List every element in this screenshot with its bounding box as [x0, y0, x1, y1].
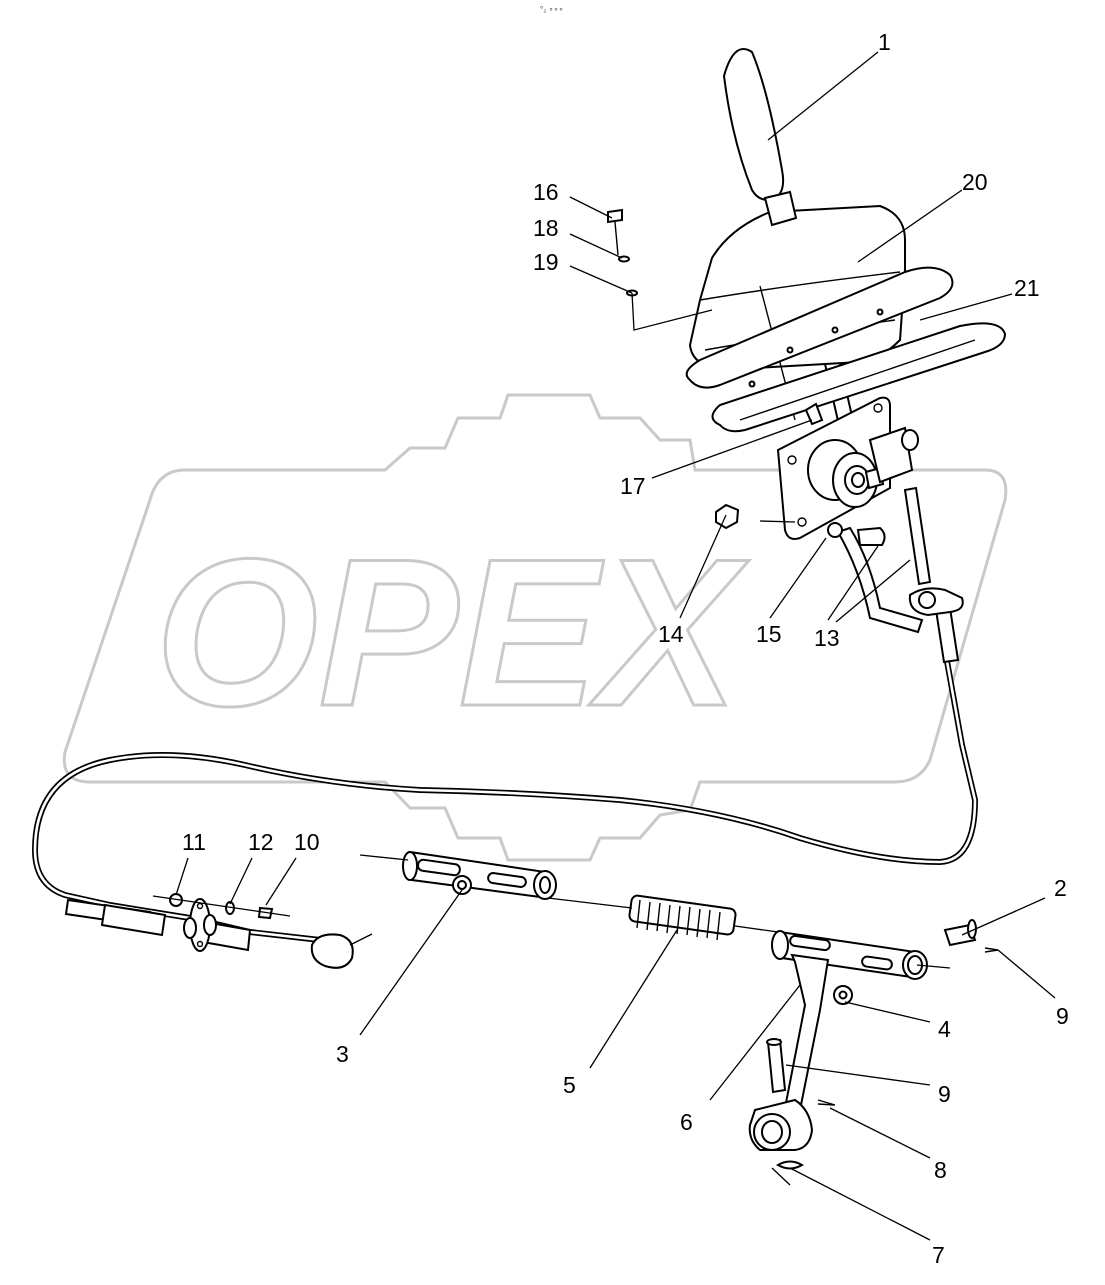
callout-2: 2 — [1054, 875, 1067, 901]
callout-6: 6 — [680, 1109, 693, 1135]
washer-7 — [776, 1160, 804, 1170]
callout-20: 20 — [962, 169, 988, 195]
callout-9-right: 9 — [1056, 1003, 1069, 1029]
callout-16: 16 — [533, 179, 559, 205]
callout-18: 18 — [533, 215, 559, 241]
cable-upper-bracket — [908, 587, 964, 617]
shift-arm — [783, 953, 830, 1112]
cotter-pin-9a — [984, 947, 999, 953]
callout-4: 4 — [938, 1016, 951, 1042]
bolt-16 — [607, 208, 623, 224]
cable-upper-sleeve — [934, 606, 960, 664]
callout-1: 1 — [878, 29, 891, 55]
callout-12: 12 — [248, 829, 274, 855]
clip-17 — [804, 402, 824, 426]
cotter-pin-8 — [817, 1099, 836, 1106]
cable-eye-end — [310, 933, 354, 969]
lever-knob — [722, 48, 785, 201]
callout-5: 5 — [563, 1072, 576, 1098]
shift-cable — [31, 486, 979, 969]
boot-flange — [685, 266, 954, 389]
callout-14: 14 — [658, 621, 684, 647]
watermark-text: OPEX — [155, 515, 749, 750]
leader-lines — [152, 51, 1056, 1241]
clevis-pin-upper — [766, 1038, 787, 1094]
callout-17: 17 — [620, 473, 646, 499]
callout-15: 15 — [756, 621, 782, 647]
spring — [628, 894, 737, 941]
nut-14 — [715, 503, 740, 530]
washer-15 — [827, 522, 843, 538]
callouts: 1 2 3 4 5 6 7 8 9 9 10 11 12 13 14 15 16… — [182, 29, 1069, 1268]
callout-11: 11 — [182, 829, 206, 855]
opex-watermark: OPEX — [62, 393, 1008, 862]
callout-8: 8 — [934, 1157, 947, 1183]
callout-3: 3 — [336, 1041, 349, 1067]
callout-9-lower: 9 — [938, 1081, 951, 1107]
callout-7: 7 — [932, 1242, 945, 1268]
gear-lever-assembly — [685, 48, 1007, 540]
callout-13: 13 — [814, 625, 840, 651]
callout-21: 21 — [1014, 275, 1040, 301]
cable-bracket-rod — [836, 526, 924, 634]
top-note: °₂ ∘∘∘ — [540, 5, 564, 14]
callout-10: 10 — [294, 829, 320, 855]
callout-19: 19 — [533, 249, 559, 275]
knob-collar — [763, 190, 798, 227]
bolt-13 — [856, 526, 886, 546]
